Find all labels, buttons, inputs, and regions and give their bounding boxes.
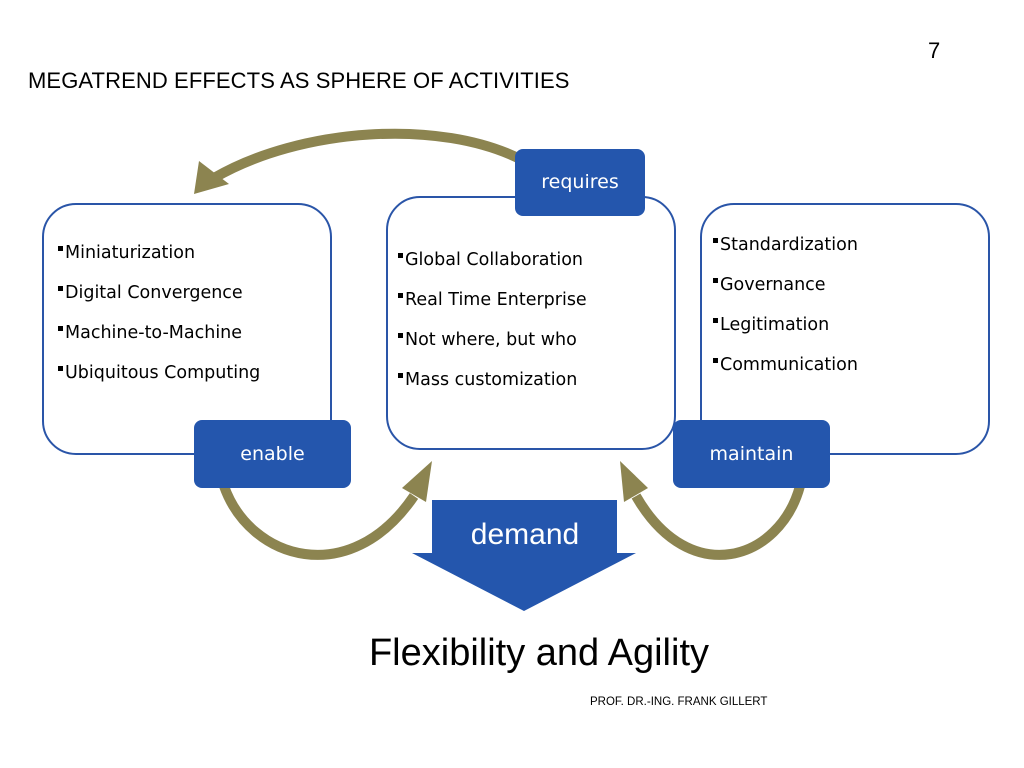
bullet-square-icon xyxy=(58,286,63,291)
box-technology-drivers: Miniaturization Digital Convergence Mach… xyxy=(42,203,332,455)
bullet-text: Machine-to-Machine xyxy=(65,323,243,343)
bullet-item: Real Time Enterprise xyxy=(398,290,587,330)
bullet-square-icon xyxy=(713,238,718,243)
bullet-square-icon xyxy=(58,326,63,331)
maintain-tag: maintain xyxy=(673,420,830,488)
author-footer: PROF. DR.-ING. FRANK GILLERT xyxy=(590,696,768,708)
bullet-text: Digital Convergence xyxy=(65,283,243,303)
bullet-square-icon xyxy=(398,373,403,378)
bullet-text: Real Time Enterprise xyxy=(405,290,587,310)
bullet-text: Legitimation xyxy=(720,315,830,335)
page-number: 7 xyxy=(928,38,941,63)
bullet-text: Miniaturization xyxy=(65,243,196,263)
requires-tag: requires xyxy=(515,149,645,216)
bullet-text: Governance xyxy=(720,275,826,295)
bullet-square-icon xyxy=(58,366,63,371)
curved-arrow-requires xyxy=(211,128,525,183)
bullet-square-icon xyxy=(398,253,403,258)
bullet-item: Legitimation xyxy=(713,315,858,355)
bullet-text: Not where, but who xyxy=(405,330,577,350)
bullet-item: Communication xyxy=(713,355,858,395)
bullet-text: Global Collaboration xyxy=(405,250,584,270)
bullet-item: Not where, but who xyxy=(398,330,587,370)
bullet-text: Mass customization xyxy=(405,370,578,390)
arrowhead-enable-icon xyxy=(402,461,432,502)
slide-title: MEGATREND EFFECTS AS SPHERE OF ACTIVITIE… xyxy=(28,68,570,93)
bullet-square-icon xyxy=(713,318,718,323)
enable-tag: enable xyxy=(194,420,351,488)
box-regulation: Standardization Governance Legitimation … xyxy=(700,203,990,455)
bullet-item: Mass customization xyxy=(398,370,587,410)
bullet-square-icon xyxy=(713,358,718,363)
bullet-list-center: Global Collaboration Real Time Enterpris… xyxy=(398,250,587,410)
bullet-item: Governance xyxy=(713,275,858,315)
arrowhead-maintain-icon xyxy=(620,461,648,502)
outcome-text: Flexibility and Agility xyxy=(368,632,710,674)
bullet-square-icon xyxy=(398,293,403,298)
demand-label: demand xyxy=(470,518,580,551)
bullet-square-icon xyxy=(713,278,718,283)
bullet-item: Ubiquitous Computing xyxy=(58,363,260,403)
bullet-list-right: Standardization Governance Legitimation … xyxy=(713,235,858,395)
bullet-item: Miniaturization xyxy=(58,243,260,283)
curved-arrow-enable xyxy=(219,484,419,560)
bullet-item: Global Collaboration xyxy=(398,250,587,290)
bullet-text: Standardization xyxy=(720,235,858,255)
bullet-item: Standardization xyxy=(713,235,858,275)
box-business-models: Global Collaboration Real Time Enterpris… xyxy=(386,196,676,450)
demand-arrow-shape xyxy=(412,500,636,611)
bullet-text: Ubiquitous Computing xyxy=(65,363,261,383)
bullet-item: Machine-to-Machine xyxy=(58,323,260,363)
bullet-text: Communication xyxy=(720,355,858,375)
arrowhead-requires-icon xyxy=(194,161,229,194)
bullet-square-icon xyxy=(398,333,403,338)
bullet-list-left: Miniaturization Digital Convergence Mach… xyxy=(58,243,260,403)
bullet-square-icon xyxy=(58,246,63,251)
curved-arrow-maintain xyxy=(631,484,805,560)
bullet-item: Digital Convergence xyxy=(58,283,260,323)
